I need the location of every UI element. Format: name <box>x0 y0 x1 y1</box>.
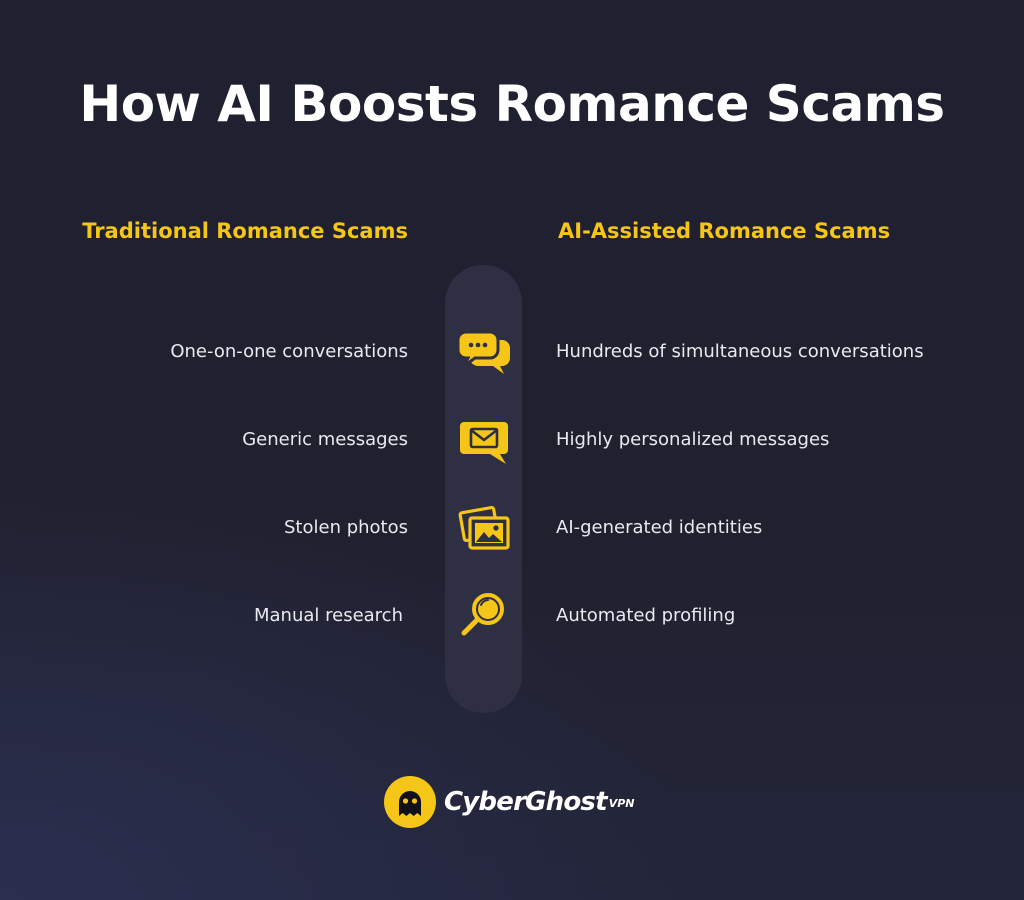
traditional-item-messages: Generic messages <box>242 429 408 450</box>
ai-item-identities: AI-generated identities <box>556 517 763 538</box>
envelope-message-icon <box>456 414 512 466</box>
ai-item-messages: Highly personalized messages <box>556 429 830 450</box>
traditional-item-research: Manual research <box>253 605 403 626</box>
traditional-item-conversations: One-on-one conversations <box>170 341 408 362</box>
logo-wordmark: CyberGhost <box>444 787 608 817</box>
logo-vpn-label: VPN <box>608 797 635 810</box>
page-title: How AI Boosts Romance Scams <box>79 75 945 133</box>
chat-bubbles-icon <box>456 326 512 378</box>
ai-item-conversations: Hundreds of simultaneous conversations <box>556 341 924 362</box>
photos-icon <box>456 502 512 554</box>
ai-assisted-column-heading: AI-Assisted Romance Scams <box>558 219 891 243</box>
traditional-item-photos: Stolen photos <box>284 517 408 538</box>
magnifier-icon <box>456 589 512 641</box>
traditional-column-heading: Traditional Romance Scams <box>82 219 408 243</box>
ai-item-profiling: Automated profiling <box>556 605 736 626</box>
ghost-icon <box>384 776 436 828</box>
cyberghost-logo: CyberGhost VPN <box>384 776 635 828</box>
